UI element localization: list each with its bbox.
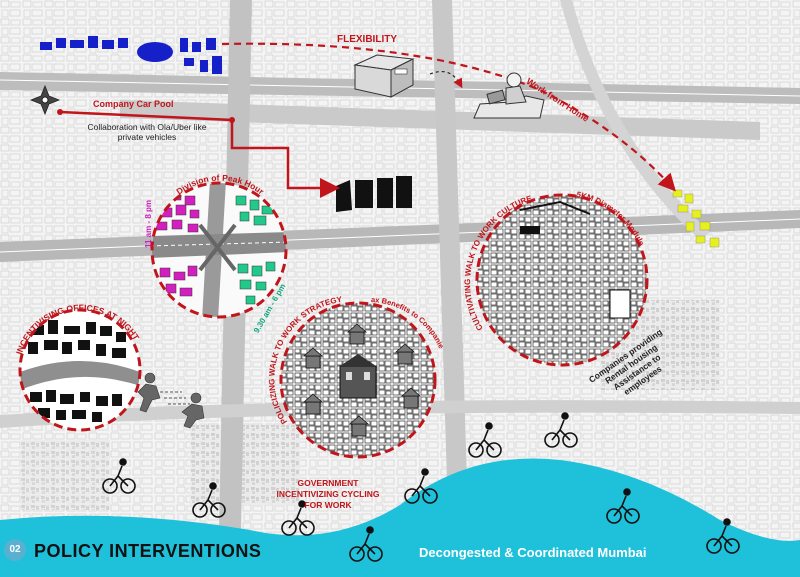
sea-water [0, 458, 800, 577]
blue-building-cluster [40, 36, 222, 74]
flexibility-route [221, 42, 676, 192]
compass-icon [29, 84, 61, 116]
person-laptop-icon [473, 72, 545, 119]
walk-culture-inset [475, 193, 649, 367]
section-number-badge: 02 [4, 539, 26, 561]
company-car-pool-label: Company Car Pool [93, 99, 174, 109]
gov-cycling-label: GOVERNMENT INCENTIVIZING CYCLING FOR WOR… [276, 478, 380, 510]
car-pool-note: Collaboration with Ola/Uber like private… [87, 122, 207, 142]
yellow-building-cluster [672, 189, 720, 248]
peak-hour-inset [150, 181, 288, 319]
page-title: POLICY INTERVENTIONS [34, 541, 262, 561]
page-subtitle: Decongested & Coordinated Mumbai [419, 545, 647, 560]
walker-icon [137, 372, 205, 429]
flexibility-label: FLEXIBILITY [337, 34, 397, 45]
car-pool-route [57, 109, 340, 198]
desk-icon [353, 54, 415, 98]
office-blocks [336, 176, 412, 212]
offices-night-inset [18, 308, 142, 432]
walk-strategy-inset [279, 301, 437, 459]
cyclist-icon [102, 412, 740, 562]
time-morning-label: 11 am - 8 pm [144, 199, 153, 248]
